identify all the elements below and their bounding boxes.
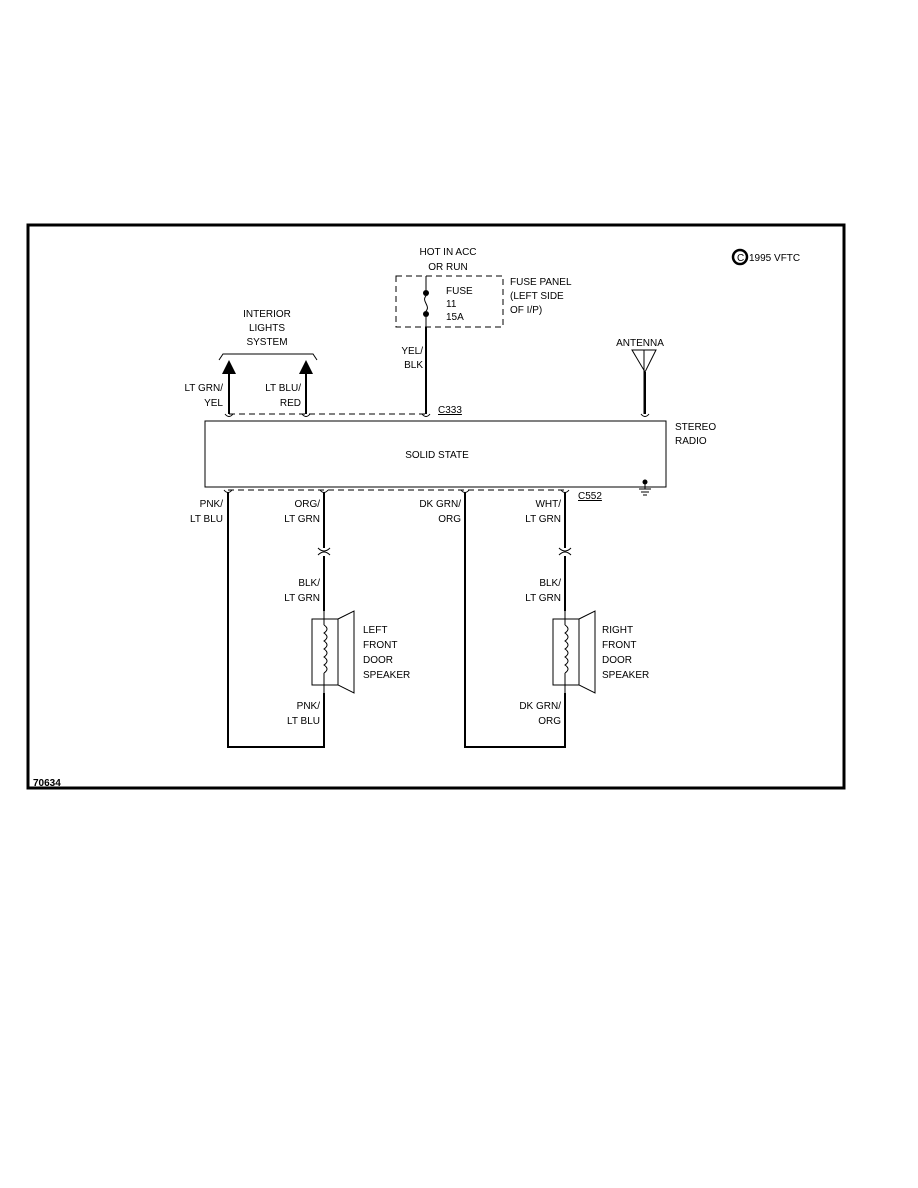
arrow-up-icon xyxy=(299,360,313,374)
right-speaker-line1: RIGHT xyxy=(602,625,633,636)
wire-label-dk-grn-org-bottom-2: ORG xyxy=(538,716,561,727)
interior-lights-line2: LIGHTS xyxy=(249,323,285,334)
fuse-number: 11 xyxy=(446,299,457,310)
wire-label-blk-lt-grn-left-2: LT GRN xyxy=(284,593,320,604)
radio-name-line1: STEREO xyxy=(675,422,716,433)
left-speaker-line4: SPEAKER xyxy=(363,670,410,681)
copyright-text: 1995 VFTC xyxy=(749,253,800,264)
radio-name-line2: RADIO xyxy=(675,436,707,447)
right-speaker-line3: DOOR xyxy=(602,655,632,666)
wire-label-org-lt-grn-1: ORG/ xyxy=(294,499,320,510)
wire-label-wht-lt-grn-1: WHT/ xyxy=(535,499,561,510)
connector-c333-label: C333 xyxy=(438,405,462,416)
right-speaker-icon xyxy=(552,610,596,694)
wire-label-lt-blu-red-2: RED xyxy=(280,398,301,409)
wire-label-lt-grn-yel-2: YEL xyxy=(204,398,223,409)
inline-connector-right xyxy=(558,547,572,556)
right-speaker-line2: FRONT xyxy=(602,640,636,651)
fuse-element-icon xyxy=(424,295,428,312)
figure-number: 70634 xyxy=(33,778,61,789)
connector-c552-label: C552 xyxy=(578,491,602,502)
antenna-label: ANTENNA xyxy=(616,338,664,349)
left-speaker-line2: FRONT xyxy=(363,640,397,651)
fuse-terminal-bottom xyxy=(423,311,429,317)
wire-label-dk-grn-org-bottom-1: DK GRN/ xyxy=(519,701,561,712)
fuse-panel-label-line2: (LEFT SIDE xyxy=(510,291,564,302)
fuse-panel-label-line3: OF I/P) xyxy=(510,305,542,316)
wire-label-blk-lt-grn-left-1: BLK/ xyxy=(298,578,320,589)
stereo-radio-box xyxy=(204,420,667,488)
wire-label-org-lt-grn-2: LT GRN xyxy=(284,514,320,525)
diagram-frame xyxy=(26,223,846,790)
wire-label-wht-lt-grn-2: LT GRN xyxy=(525,514,561,525)
interior-lights-line1: INTERIOR xyxy=(243,309,291,320)
ground-icon xyxy=(639,479,651,496)
inline-connector-left xyxy=(317,547,331,556)
copyright-mark: C 1995 VFTC xyxy=(731,248,800,266)
wire-label-yel-blk-2: BLK xyxy=(404,360,423,371)
svg-text:C: C xyxy=(737,253,744,264)
radio-body-label: SOLID STATE xyxy=(405,450,469,461)
wire-label-yel-blk-1: YEL/ xyxy=(401,346,423,357)
power-source-line1: HOT IN ACC xyxy=(419,247,476,258)
left-speaker-line3: DOOR xyxy=(363,655,393,666)
wire-label-blk-lt-grn-right-2: LT GRN xyxy=(525,593,561,604)
fuse-rating: 15A xyxy=(446,312,464,323)
fuse-name: FUSE xyxy=(446,286,473,297)
fuse-panel-label-line1: FUSE PANEL xyxy=(510,277,572,288)
arrow-up-icon xyxy=(222,360,236,374)
wire-label-lt-blu-red-1: LT BLU/ xyxy=(265,383,301,394)
fuse-terminal-top xyxy=(423,290,429,296)
fuse-panel-box xyxy=(395,275,504,328)
wire-label-lt-grn-yel-1: LT GRN/ xyxy=(184,383,223,394)
wire-label-pnk-lt-blu-bottom-1: PNK/ xyxy=(297,701,321,712)
power-source-line2: OR RUN xyxy=(428,262,467,273)
right-speaker-line4: SPEAKER xyxy=(602,670,649,681)
wire-label-pnk-lt-blu-top-1: PNK/ xyxy=(200,499,224,510)
interior-lights-line3: SYSTEM xyxy=(246,337,287,348)
wire-label-blk-lt-grn-right-1: BLK/ xyxy=(539,578,561,589)
left-speaker-icon xyxy=(311,610,355,694)
wire-label-pnk-lt-blu-bottom-2: LT BLU xyxy=(287,716,320,727)
interior-lights-bracket xyxy=(218,353,318,361)
left-speaker-line1: LEFT xyxy=(363,625,387,636)
copyright-icon xyxy=(731,248,749,266)
wire-label-pnk-lt-blu-top-2: LT BLU xyxy=(190,514,223,525)
wire-label-dk-grn-org-top-2: ORG xyxy=(438,514,461,525)
wire-label-dk-grn-org-top-1: DK GRN/ xyxy=(419,499,461,510)
